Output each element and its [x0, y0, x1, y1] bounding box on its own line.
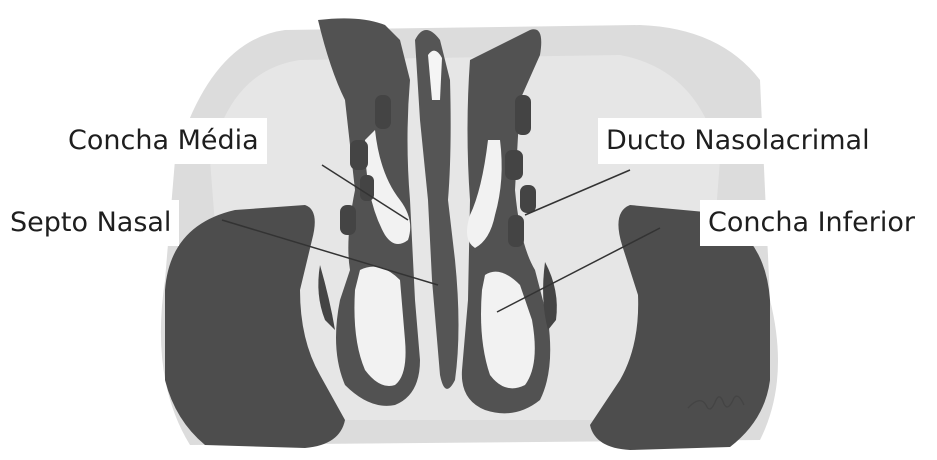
ethmoid-cell — [505, 150, 523, 180]
ethmoid-cell — [515, 95, 531, 135]
ethmoid-cell — [375, 95, 391, 129]
ethmoid-cell — [340, 205, 356, 235]
ethmoid-cell — [520, 185, 536, 213]
label-concha-inferior: Concha Inferior — [700, 200, 923, 246]
label-concha-media: Concha Média — [60, 118, 267, 164]
ethmoid-cell — [350, 140, 368, 170]
ethmoid-cell — [508, 215, 524, 247]
label-ducto-nasolacrimal: Ducto Nasolacrimal — [598, 118, 878, 164]
label-septo-nasal: Septo Nasal — [2, 200, 179, 246]
